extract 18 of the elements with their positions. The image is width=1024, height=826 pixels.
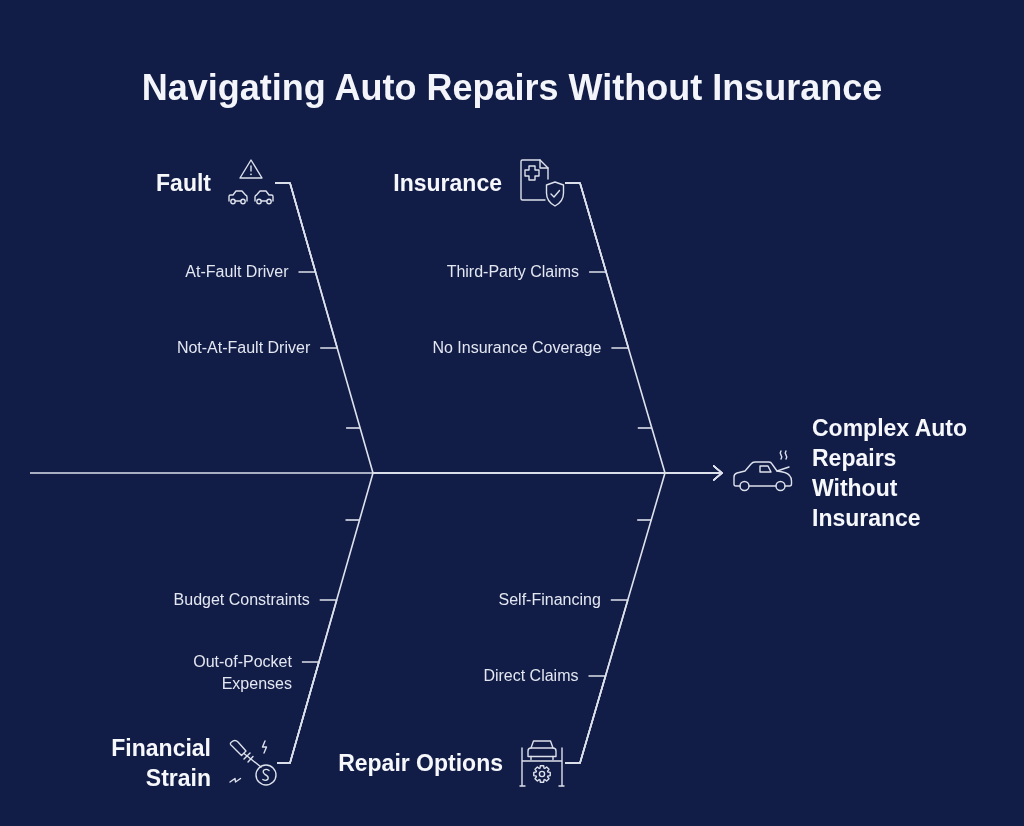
cause-label: Self-Financing (498, 589, 611, 611)
rib-line (276, 661, 320, 764)
cause-label: Out-of-Pocket Expenses (183, 651, 302, 695)
cause-label: No Insurance Coverage (432, 337, 612, 359)
category-heading: Repair Options (338, 749, 503, 778)
rib-line (564, 182, 630, 349)
category-heading: Financial Strain (110, 734, 211, 793)
category-heading: Insurance (393, 169, 502, 198)
rib-line (274, 182, 338, 349)
cause-label: Budget Constraints (173, 589, 320, 611)
cause-label: Not-At-Fault Driver (176, 337, 321, 359)
diagram-title: Navigating Auto Repairs Without Insurance (141, 66, 883, 110)
category-heading: Fault (156, 169, 211, 198)
effect-heading: Complex Auto Repairs Without Insurance (812, 414, 969, 533)
cause-label: Direct Claims (483, 665, 589, 687)
rib-line (564, 675, 607, 764)
cause-label: Third-Party Claims (446, 261, 590, 283)
cause-label: At-Fault Driver (185, 261, 299, 283)
